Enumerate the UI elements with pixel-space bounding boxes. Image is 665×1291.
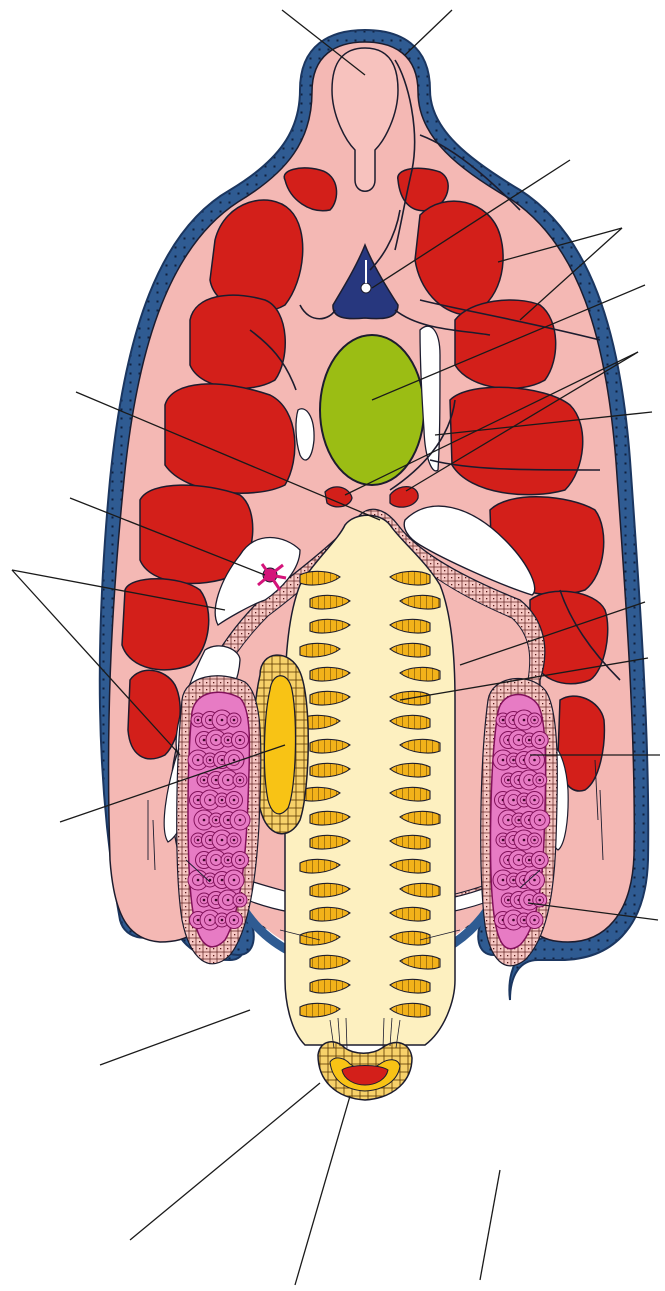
myotome	[450, 387, 583, 494]
ova-right	[493, 710, 550, 930]
ova-left	[188, 710, 250, 930]
myotome	[190, 295, 285, 388]
notochord	[320, 335, 424, 485]
left-dorsal-organ	[254, 655, 309, 834]
pointer-line	[130, 1083, 320, 1240]
pointer-line	[480, 1170, 500, 1280]
pointer-line	[100, 1010, 250, 1065]
pointer-line	[295, 1096, 350, 1285]
myotome	[128, 670, 180, 759]
pointer-line	[405, 10, 452, 55]
neural-canal	[361, 283, 371, 293]
myotome	[122, 579, 209, 670]
myotome	[165, 384, 295, 493]
